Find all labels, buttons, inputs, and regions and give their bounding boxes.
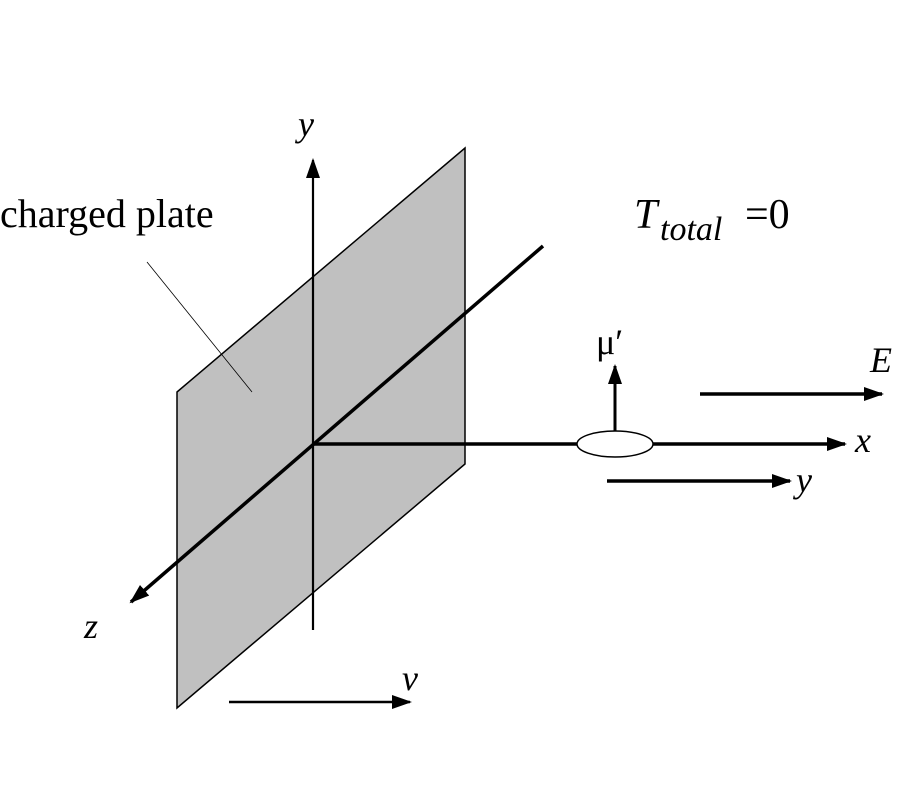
velocity-label: v bbox=[402, 658, 418, 698]
e-field-label: E bbox=[869, 340, 892, 380]
torque-symbol: T bbox=[634, 192, 660, 238]
dipole-moment-label: μ′ bbox=[596, 322, 623, 362]
y-arrow-label: y bbox=[793, 460, 812, 500]
x-axis-label: x bbox=[854, 420, 871, 460]
plate-label: charged plate bbox=[0, 191, 214, 236]
torque-subscript: total bbox=[660, 211, 722, 248]
dipole-loop bbox=[576, 430, 654, 458]
y-axis-label: y bbox=[295, 104, 314, 144]
torque-equals: =0 bbox=[745, 192, 790, 238]
z-axis-label: z bbox=[83, 606, 98, 646]
z-axis bbox=[129, 244, 545, 604]
charged-plate bbox=[176, 146, 466, 710]
plate-label-leader bbox=[146, 261, 253, 393]
